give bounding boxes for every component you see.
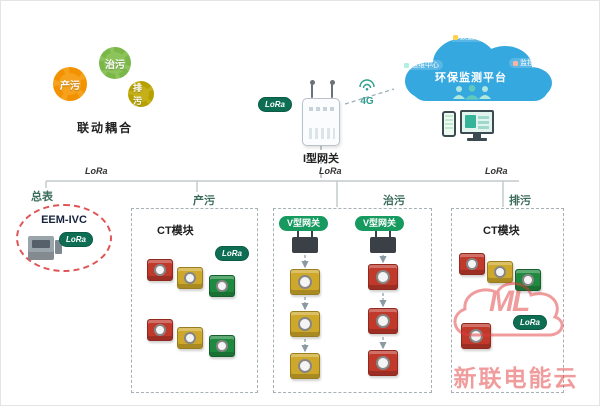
vtype-gateway-device-icon xyxy=(370,229,396,253)
gears-caption: 联动耦合 xyxy=(76,121,133,135)
cloud-badge-ops-center: 运维中心 xyxy=(400,60,443,70)
server-icon xyxy=(453,34,458,40)
vtype-gateway-badge-left: V型网关 xyxy=(279,216,329,231)
gateway-lora-badge: LoRa xyxy=(258,97,292,112)
cloud-platform-title: 环保监测平台 xyxy=(435,72,507,84)
energy-meter-icon xyxy=(28,236,62,260)
bus-lora-label-left: LoRa xyxy=(85,166,108,176)
cloud-badge-monitor-center-label: 监控中心 xyxy=(520,59,548,67)
users-icon xyxy=(453,85,491,100)
cloud-badge-data-center-label: 数据中心 xyxy=(460,33,488,41)
discharge-lora-badge: LoRa xyxy=(513,315,547,330)
gateway-antenna-icon xyxy=(329,80,335,98)
bus-lora-label-center: LoRa xyxy=(319,166,342,176)
ct-module-red-icon xyxy=(368,308,398,334)
network-4g: 4G xyxy=(357,78,377,107)
gear-produce: 产污 xyxy=(53,67,87,101)
discharge-zone-title: 排污 xyxy=(507,192,533,208)
gateway-antenna-icon xyxy=(309,80,315,98)
ct-module-green-icon xyxy=(209,335,235,357)
cloud-badge-data-center: 数据中心 xyxy=(449,32,492,42)
monitor-stand-icon xyxy=(473,134,481,138)
ct-module-yellow-icon xyxy=(290,311,320,337)
smartphone-icon xyxy=(442,111,456,137)
treat-zone-title: 治污 xyxy=(381,192,407,208)
main-meter-boundary xyxy=(16,204,112,272)
gear-treat-label: 治污 xyxy=(105,59,125,71)
gateway-device-icon xyxy=(302,98,340,146)
bus-lora-label-right: LoRa xyxy=(485,166,508,176)
vtype-gateway-badge-right: V型网关 xyxy=(355,216,405,231)
produce-zone-title: 产污 xyxy=(191,192,217,208)
gateway-label: I型网关 xyxy=(302,153,340,165)
ct-module-yellow-icon xyxy=(290,353,320,379)
vtype-gateway-device-icon xyxy=(292,229,318,253)
ct-module-yellow-icon xyxy=(177,267,203,289)
ct-module-red-icon xyxy=(459,253,485,275)
person-icon xyxy=(404,62,409,68)
ct-module-red-icon xyxy=(368,350,398,376)
signal-arcs-icon xyxy=(359,79,375,91)
ct-module-red-icon xyxy=(147,259,173,281)
produce-lora-badge: LoRa xyxy=(215,246,249,261)
treat-zone-box xyxy=(273,208,432,393)
gear-produce-label: 产污 xyxy=(60,80,80,92)
computer-monitor-icon xyxy=(460,110,494,134)
ct-module-yellow-icon xyxy=(290,269,320,295)
main-meter-title: 总表 xyxy=(29,188,55,204)
gear-treat: 治污 xyxy=(99,47,131,79)
cloud-badge-ops-center-label: 运维中心 xyxy=(411,61,439,69)
produce-ct-module-label: CT模块 xyxy=(157,225,194,237)
main-meter-model: EEM-IVC xyxy=(41,214,87,226)
monitor-base-icon xyxy=(467,138,487,141)
network-4g-label: 4G xyxy=(360,96,374,107)
ct-module-green-icon xyxy=(515,269,541,291)
ct-module-yellow-icon xyxy=(487,261,513,283)
ct-module-red-icon xyxy=(147,319,173,341)
ct-module-red-icon xyxy=(461,323,491,349)
monitor-icon xyxy=(513,60,518,66)
produce-zone-box xyxy=(131,208,258,393)
ct-module-yellow-icon xyxy=(177,327,203,349)
gear-discharge: 排污 xyxy=(128,81,154,107)
ct-module-green-icon xyxy=(209,275,235,297)
cloud-icon xyxy=(405,38,552,101)
discharge-ct-module-label: CT模块 xyxy=(483,225,520,237)
gear-discharge-label: 排污 xyxy=(133,83,143,106)
cloud-badge-monitor-center: 监控中心 xyxy=(509,58,552,68)
main-meter-lora-badge: LoRa xyxy=(59,232,93,247)
ct-module-red-icon xyxy=(368,264,398,290)
